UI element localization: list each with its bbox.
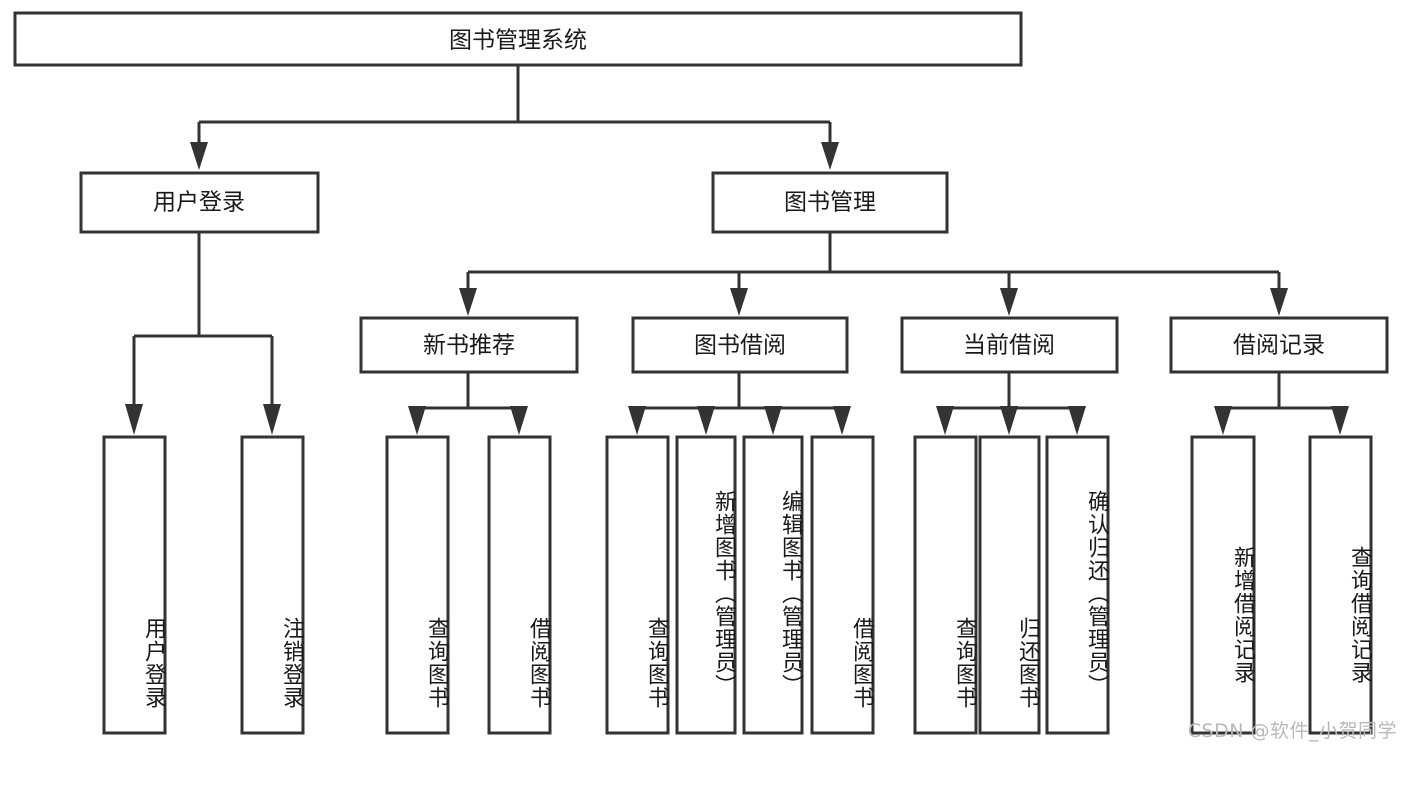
csdn-watermark: CSDN @软件_小贺同学 <box>1187 720 1397 742</box>
arrow-head-leaf-query-book-1 <box>408 406 426 435</box>
arrow-head-current-borrow <box>1000 288 1018 316</box>
leaf-return-book-box[interactable] <box>978 435 1041 735</box>
arrow-head-borrow-record <box>1270 288 1288 316</box>
leaf-query-record-box[interactable] <box>1308 435 1373 735</box>
leaf-user-login-box[interactable] <box>102 435 167 735</box>
node-new-book-rec-label: 新书推荐 <box>423 333 515 359</box>
node-root[interactable]: 图书管理系统 <box>13 11 1023 67</box>
leaf-user-logout-box[interactable] <box>240 435 305 735</box>
node-book-manage-label: 图书管理 <box>784 190 876 216</box>
node-borrow-record-label: 借阅记录 <box>1233 333 1325 359</box>
node-book-manage[interactable]: 图书管理 <box>711 171 949 234</box>
flowchart-svg: 图书管理系统 用户登录 图书管理 新书推荐 图书借阅 当前借阅 借阅记录 <box>13 11 1389 735</box>
node-user-login[interactable]: 用户登录 <box>79 171 320 234</box>
leaf-add-record-box[interactable] <box>1190 435 1256 735</box>
arrow-head-leaf-borrow-book-2 <box>833 406 851 435</box>
arrow-head-leaf-confirm-return <box>1068 406 1086 435</box>
connectors-group <box>125 66 1349 435</box>
node-borrow-record-box[interactable] <box>1169 316 1389 374</box>
flowchart-canvas: 图书管理系统 用户登录 图书管理 新书推荐 图书借阅 当前借阅 借阅记录 <box>13 11 1397 742</box>
arrow-head-book-borrow <box>730 288 748 316</box>
node-book-borrow-box[interactable] <box>631 316 849 374</box>
arrow-head-leaf-query-book-2 <box>628 406 646 435</box>
arrow-head-new-book-rec <box>459 288 477 316</box>
arrow-head-leaf-query-record <box>1331 406 1349 435</box>
leaf-borrow-book-2-box[interactable] <box>810 435 875 735</box>
leaf-edit-book-box[interactable] <box>742 435 804 735</box>
arrow-head-leaf-borrow-book-1 <box>510 406 528 435</box>
node-current-borrow-box[interactable] <box>900 316 1119 374</box>
leaf-confirm-return-box[interactable] <box>1045 435 1110 735</box>
arrow-head-user-login <box>190 142 208 170</box>
arrow-head-book-manage <box>821 142 839 170</box>
node-book-borrow-label: 图书借阅 <box>694 333 786 359</box>
node-borrow-record[interactable]: 借阅记录 <box>1169 316 1389 374</box>
arrow-head-leaf-user-logout <box>263 404 281 435</box>
node-root-label: 图书管理系统 <box>449 28 587 54</box>
arrow-head-leaf-user-login <box>125 404 143 435</box>
node-new-book-rec-box[interactable] <box>359 316 579 374</box>
leaf-borrow-book-1-box[interactable] <box>487 435 552 735</box>
node-current-borrow[interactable]: 当前借阅 <box>900 316 1119 374</box>
node-new-book-rec[interactable]: 新书推荐 <box>359 316 579 374</box>
arrow-head-leaf-edit-book <box>764 406 782 435</box>
arrow-head-leaf-query-book-3 <box>936 406 954 435</box>
node-root-box[interactable] <box>13 11 1023 67</box>
node-book-borrow[interactable]: 图书借阅 <box>631 316 849 374</box>
node-current-borrow-label: 当前借阅 <box>963 333 1055 359</box>
leaf-add-book-box[interactable] <box>675 435 737 735</box>
node-user-login-box[interactable] <box>79 171 320 234</box>
arrow-head-leaf-add-record <box>1214 406 1232 435</box>
node-book-manage-box[interactable] <box>711 171 949 234</box>
leaf-query-book-3-box[interactable] <box>913 435 978 735</box>
node-user-login-label: 用户登录 <box>153 190 245 216</box>
leaf-boxes-group <box>102 435 1373 735</box>
leaf-query-book-2-box[interactable] <box>605 435 670 735</box>
leaf-query-book-1-box[interactable] <box>385 435 450 735</box>
arrow-head-leaf-return-book <box>1000 406 1018 435</box>
arrow-head-leaf-add-book <box>697 406 715 435</box>
